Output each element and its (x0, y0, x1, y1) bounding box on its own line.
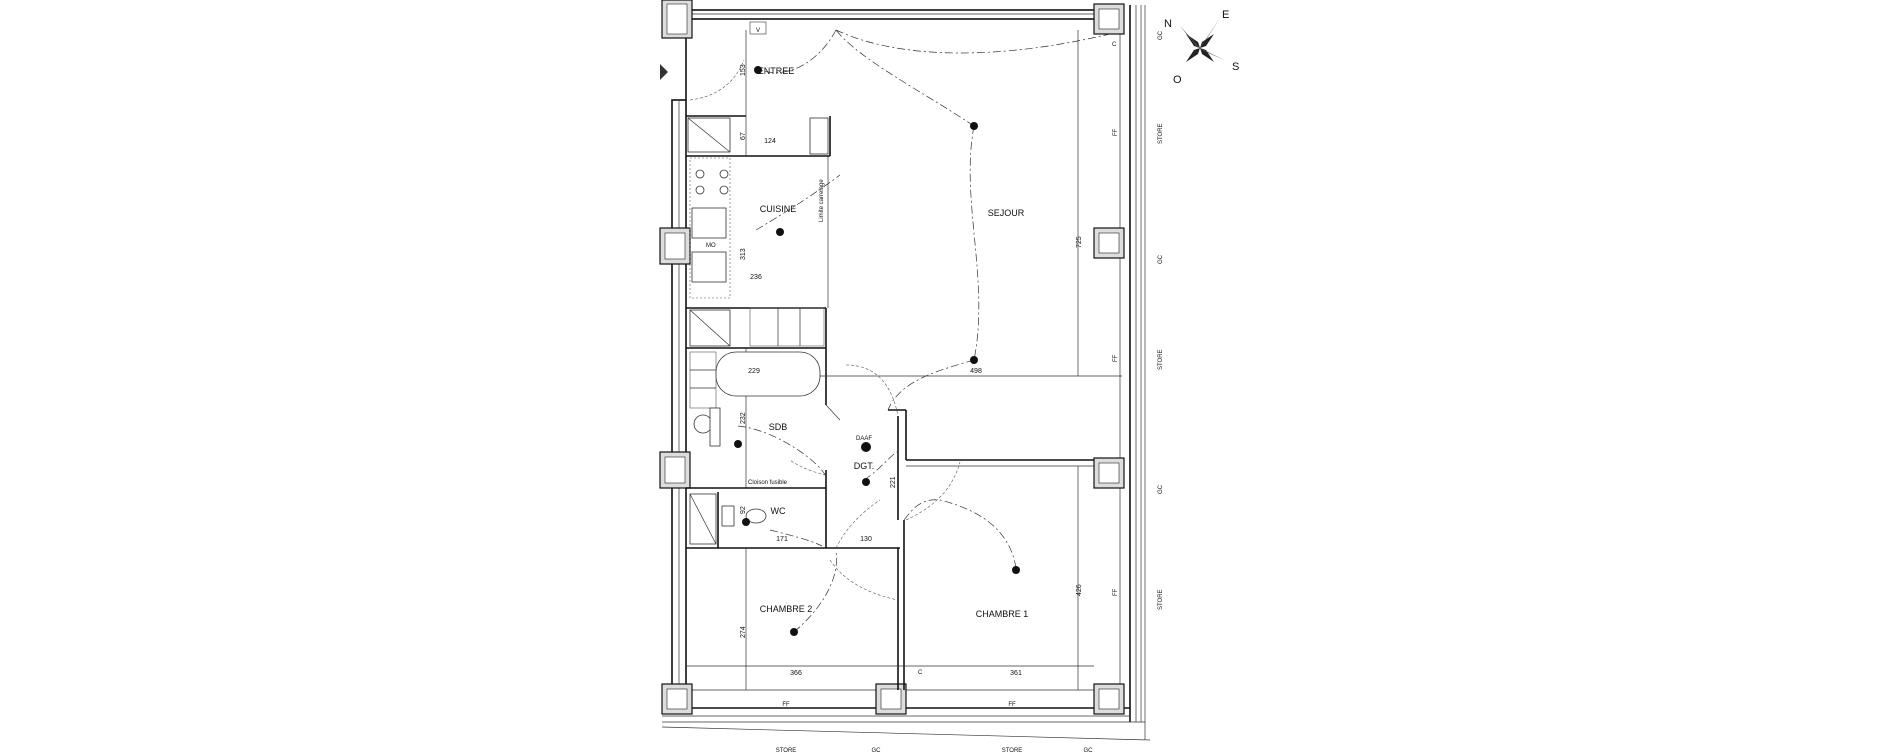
pillar (661, 683, 693, 715)
compass-s: S (1232, 61, 1239, 73)
pillar (875, 683, 907, 715)
bathtub (715, 351, 821, 397)
electrical-circuits (737, 29, 1111, 633)
room-label-wc: WC (771, 506, 786, 516)
dim-67: 67 (740, 132, 747, 140)
room-label-sejour: SEJOUR (988, 208, 1025, 218)
room-label-chambre2: CHAMBRE 2 (760, 604, 813, 614)
ceiling-light (1012, 566, 1020, 574)
dim-153: 153 (740, 64, 747, 76)
facade-gc: GC (1158, 484, 1164, 494)
ceiling-light (734, 440, 742, 448)
dim-221: 221 (890, 476, 897, 488)
facade-store: STORE (776, 748, 797, 754)
room-label-cuisine: CUISINE (760, 204, 797, 214)
facade-ff: FF (1113, 128, 1119, 136)
ceiling-light (742, 518, 750, 526)
pillar (659, 227, 691, 265)
washbasin (693, 414, 713, 434)
pillar (659, 451, 691, 489)
bath-fixtures (689, 351, 821, 545)
pillar (1093, 227, 1125, 259)
door-swings (689, 59, 961, 601)
room-label-entree: ENTREE (758, 66, 795, 76)
facade-store: STORE (1158, 123, 1164, 144)
kitchen-fixtures (687, 117, 829, 347)
note-cloison-fusible: Cloison fusible (748, 480, 788, 486)
light-points (734, 66, 1020, 636)
dim-426: 426 (1076, 584, 1083, 596)
note-limite-carrelage: Limite carrelage (819, 179, 825, 222)
dim-236: 236 (750, 274, 762, 281)
compass-e: E (1222, 9, 1229, 21)
toilet (745, 508, 767, 524)
vent-label: V (756, 28, 760, 34)
facade-gc: GC (872, 748, 882, 754)
compass-o: O (1173, 74, 1182, 86)
note-mo: MO (706, 243, 716, 249)
dim-366: 366 (790, 670, 802, 677)
dim-725: 725 (1076, 236, 1083, 248)
note-daaf: DAAF (856, 436, 872, 442)
room-labels: ENTREE CUISINE SEJOUR SDB DGT. WC CHAMBR… (758, 66, 1029, 619)
circuit-c-label: C (1112, 42, 1117, 48)
ceiling-light (790, 628, 798, 636)
pillar (1093, 3, 1125, 35)
room-label-dgt: DGT. (854, 461, 875, 471)
facade-labels: GC STORE FF GC STORE FF GC STORE FF FF F… (749, 21, 1164, 754)
facade-store: STORE (1158, 589, 1164, 610)
room-label-sdb: SDB (769, 422, 788, 432)
compass-icon (1180, 18, 1224, 68)
facade-store: STORE (1158, 349, 1164, 370)
ceiling-light (970, 122, 978, 130)
facade-gc: GC (1084, 748, 1094, 754)
dim-124: 124 (764, 138, 776, 145)
facade-store: STORE (1002, 748, 1023, 754)
facade-ff: FF (1008, 702, 1016, 708)
dimension-labels: 153 67 124 313 236 229 232 92 171 130 22… (740, 64, 1083, 677)
pillar (1093, 457, 1125, 489)
dim-274: 274 (740, 626, 747, 638)
ceiling-light (970, 356, 978, 364)
dim-232: 232 (740, 412, 747, 424)
circuit-c-label: C (918, 670, 923, 676)
compass-rose: N E S O (1164, 9, 1239, 86)
ceiling-light (776, 228, 784, 236)
facade-ff: FF (1113, 588, 1119, 596)
dim-361: 361 (1010, 670, 1022, 677)
ceiling-light (754, 66, 762, 74)
ceiling-light (862, 478, 870, 486)
plan-notes: Limite carrelage Cloison fusible DAAF MO (706, 179, 872, 486)
pillars (659, 0, 1125, 715)
room-label-chambre1: CHAMBRE 1 (976, 609, 1029, 619)
pillar (1093, 683, 1125, 715)
pillar (661, 0, 693, 39)
entry-arrow-icon (660, 64, 668, 80)
dim-171: 171 (776, 536, 788, 543)
smoke-detector (861, 442, 871, 452)
dim-229: 229 (748, 368, 760, 375)
dim-313: 313 (740, 248, 747, 260)
dim-498: 498 (970, 368, 982, 375)
dim-130: 130 (860, 536, 872, 543)
facade-ff: FF (782, 702, 790, 708)
facade-gc: GC (1158, 30, 1164, 40)
compass-n: N (1164, 18, 1172, 30)
facade-ff: FF (1113, 354, 1119, 362)
dim-92: 92 (740, 506, 747, 514)
facade-gc: GC (1158, 254, 1164, 264)
